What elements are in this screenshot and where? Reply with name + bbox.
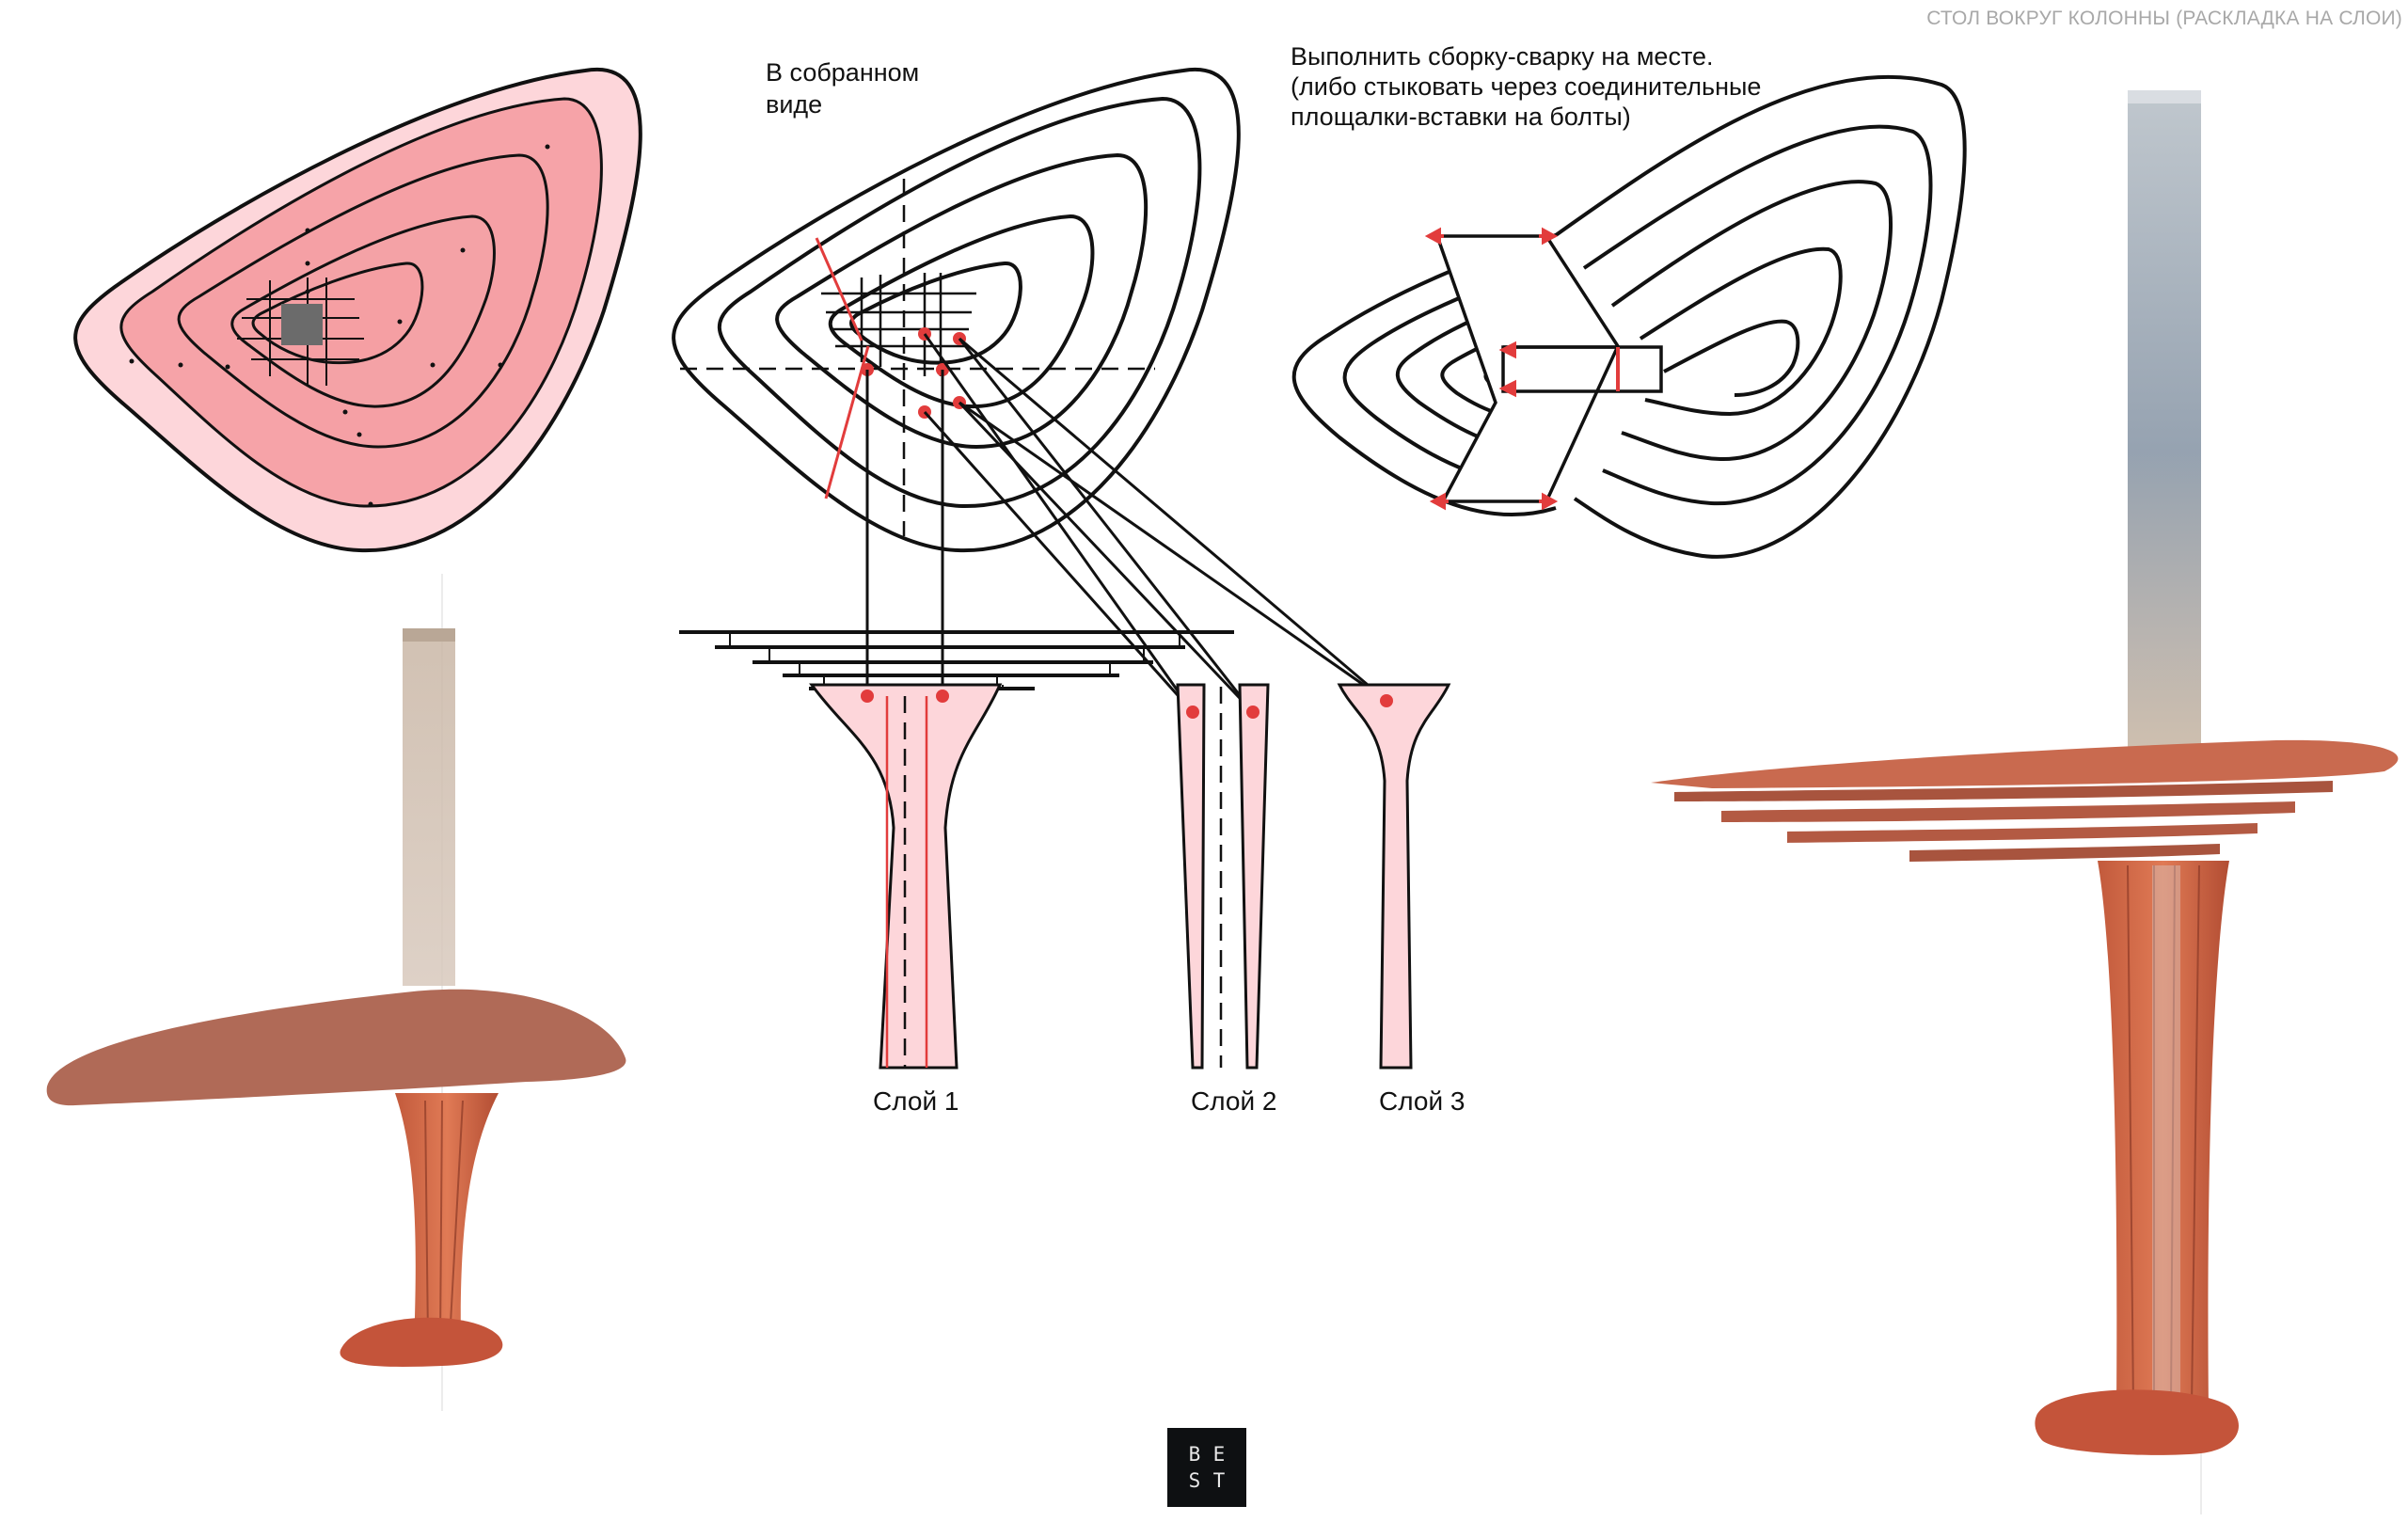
note-assembled-view: В собранном виде (766, 58, 920, 119)
label-layer-3: Слой 3 (1379, 1086, 1465, 1116)
logo-letter: B (1188, 1443, 1201, 1466)
render-left-table (46, 574, 626, 1411)
elevation-stacked-slabs (679, 630, 1234, 690)
plan-split-halves (1291, 74, 1967, 559)
render-right-table (1651, 90, 2399, 1514)
plan-colored-layers (73, 67, 642, 553)
layer2-legs (1176, 683, 1270, 1070)
label-layer-1: Слой 1 (873, 1086, 959, 1116)
plan-assembled (672, 67, 1241, 553)
label-layer-2: Слой 2 (1191, 1086, 1277, 1116)
logo-letter: E (1212, 1443, 1226, 1466)
layer3-leg (1337, 683, 1451, 1070)
logo-letter: S (1188, 1469, 1201, 1492)
note-weld-on-site: Выполнить сборку-сварку на месте. (либо … (1291, 42, 1762, 131)
best-logo-icon: B E S T (1167, 1428, 1246, 1507)
leader-lines (865, 333, 1387, 714)
logo-letter: T (1212, 1469, 1226, 1492)
layer1-leg (809, 683, 1003, 1070)
page-title: СТОЛ ВОКРУГ КОЛОННЫ (РАСКЛАДКА НА СЛОИ) (1926, 8, 2402, 29)
split-halves-red-markers (1424, 227, 1620, 511)
